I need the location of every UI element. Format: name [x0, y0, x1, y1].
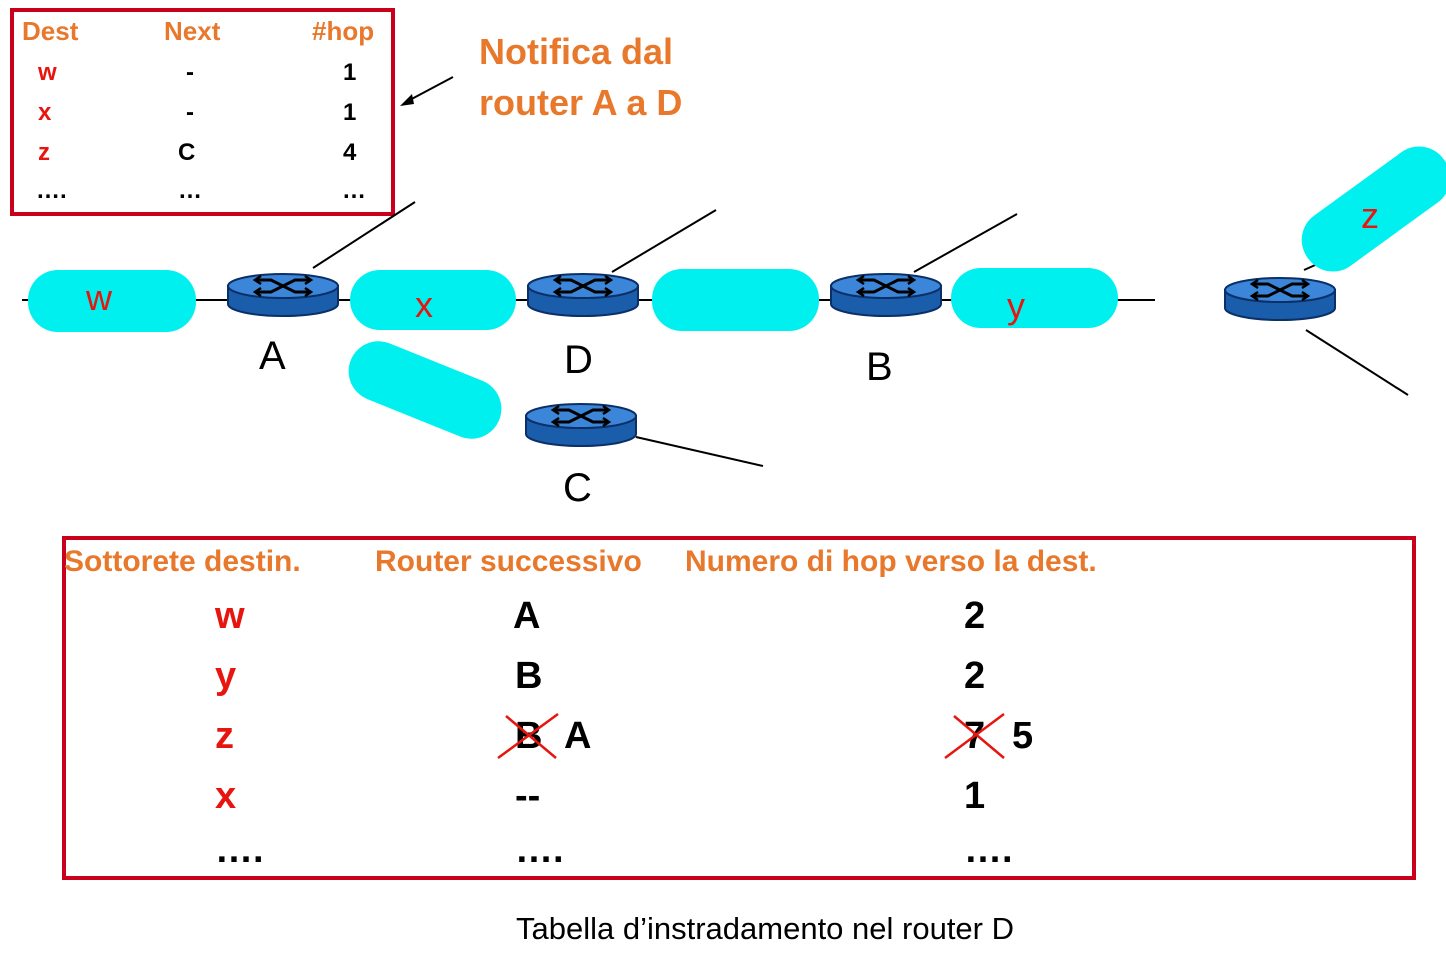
rt-header-next: Router successivo: [375, 545, 642, 578]
notif-row-next: C: [178, 139, 195, 166]
rt-row-dest: w: [214, 595, 245, 637]
subnet-x-cloud: [350, 270, 516, 330]
subnet-w-cloud: [28, 270, 196, 332]
router-d-icon: [526, 272, 640, 318]
notif-header-next: Next: [164, 16, 221, 46]
notif-row-dest: w: [37, 59, 57, 86]
strike-mark-hops: [944, 712, 1005, 760]
rt-row-hops: 2: [964, 595, 985, 637]
routing-table-border: [62, 536, 1416, 880]
routing-table: Sottorete destin. Router successivo Nume…: [62, 536, 1416, 880]
rt-row-next: B: [515, 655, 542, 697]
subnet-y-label: y: [1007, 285, 1025, 326]
rt-row-hops: 5: [1012, 715, 1033, 757]
notification-caption-line2: router A a D: [479, 82, 682, 123]
router-a-label: A: [259, 334, 286, 378]
notif-row-hops: 4: [343, 139, 357, 166]
rt-row-next: A: [513, 595, 540, 637]
subnet-y-cloud: [951, 268, 1118, 328]
rt-row-hops: ….: [964, 829, 1013, 871]
router-c-icon: [524, 402, 638, 448]
routing-table-caption: Tabella d’instradamento nel router D: [516, 911, 1014, 946]
router-b-icon: [829, 272, 943, 318]
subnet-z-cloud: [1301, 146, 1446, 272]
subnet-clouds: [28, 146, 1446, 439]
notification-caption-line1: Notifica dal: [479, 31, 673, 72]
notif-row-next: -: [186, 59, 194, 86]
subnet-cloud-ac: [348, 341, 502, 439]
rt-row-next: ….: [515, 829, 564, 871]
router-b-label: B: [866, 345, 893, 389]
rt-row-dest: ….: [215, 829, 264, 871]
notif-row-hops: 1: [343, 99, 356, 126]
router-z-icon: [1223, 276, 1337, 322]
subnet-z-label: z: [1361, 195, 1379, 236]
rt-row-hops: 2: [964, 655, 985, 697]
rt-row-next: A: [564, 715, 591, 757]
rt-row-dest: x: [215, 775, 236, 817]
rt-row-hops: 1: [964, 775, 985, 817]
notif-header-dest: Dest: [22, 16, 79, 46]
router-a-icon: [226, 272, 340, 318]
subnet-x-label: x: [415, 284, 433, 325]
notif-row-dest: x: [38, 99, 52, 126]
rt-header-hops: Numero di hop verso la dest.: [685, 545, 1097, 578]
notification-table: Dest Next #hop w - 1 x - 1 z C 4 …. … …: [10, 8, 395, 216]
notif-row-next: -: [186, 99, 194, 126]
notif-row-hops: 1: [343, 59, 356, 86]
notif-row-next: …: [178, 177, 202, 204]
notif-row-dest: ….: [36, 177, 67, 204]
subnet-w-label: w: [85, 277, 113, 318]
rt-row-next: --: [515, 775, 540, 817]
notification-arrow: [400, 76, 454, 106]
notif-header-hops: #hop: [312, 16, 374, 46]
rt-header-dest: Sottorete destin.: [64, 545, 301, 578]
notification-table-border: [10, 8, 395, 216]
notif-row-hops: …: [342, 177, 366, 204]
network-links: [22, 201, 1409, 467]
router-c-label: C: [563, 466, 592, 510]
subnet-cloud: [652, 269, 819, 331]
strike-mark-next: [497, 712, 559, 760]
notif-row-dest: z: [38, 139, 50, 166]
router-d-label: D: [564, 338, 593, 382]
rt-row-dest: y: [215, 655, 236, 697]
rt-row-dest: z: [215, 715, 234, 757]
